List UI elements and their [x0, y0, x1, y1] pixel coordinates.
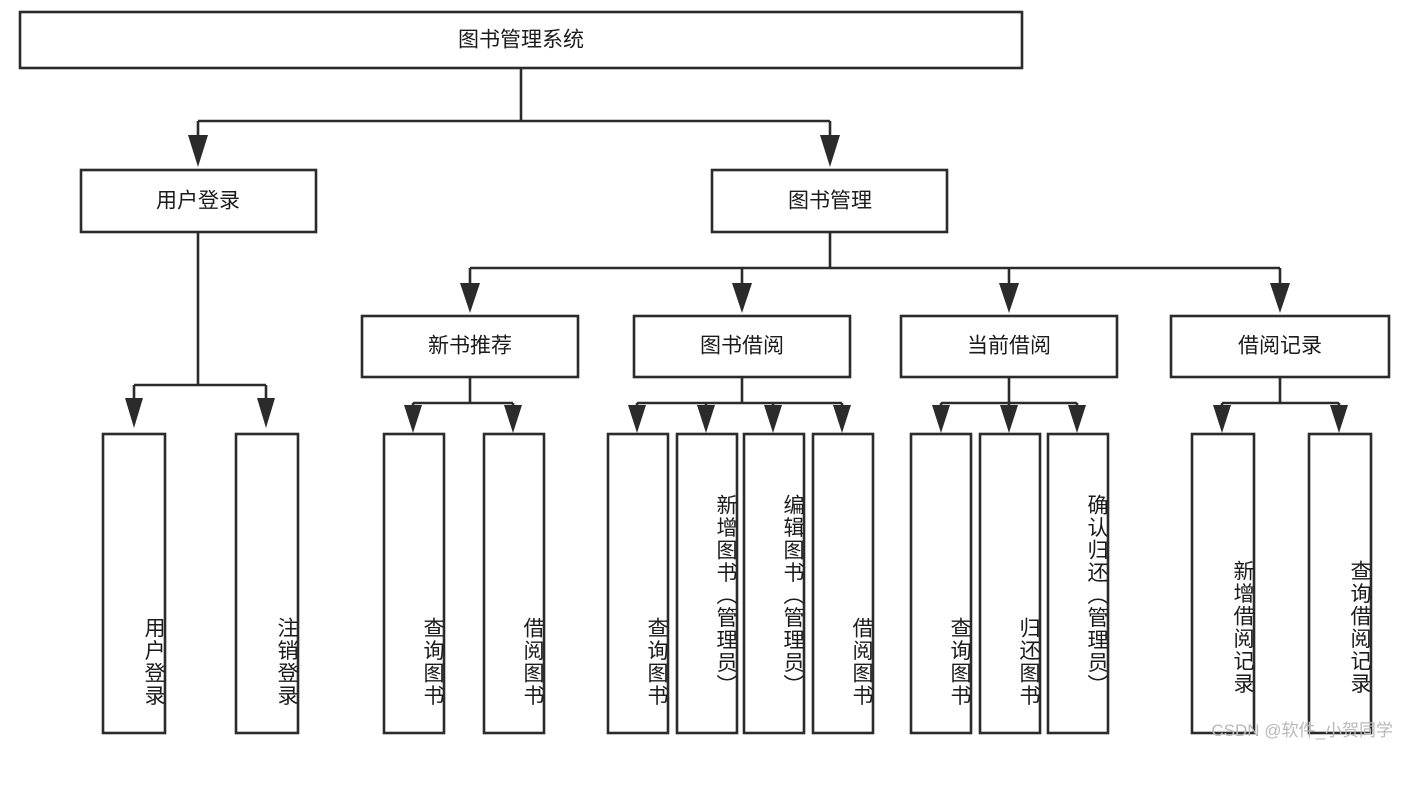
connector-group-book-management [460, 232, 1290, 313]
node-book-management[interactable]: 图书管理 [710, 168, 949, 234]
diagram-canvas: 图书管理系统 用户登录 图书管理 新书推荐 图书借阅 当前借阅 借阅记录 [18, 10, 1393, 740]
arrow-to-user-login [188, 135, 208, 167]
leaf-query-book-2-box[interactable] [606, 432, 670, 735]
leaf-borrow-book-1-box[interactable] [482, 432, 546, 735]
leaf-return-book-box[interactable] [978, 432, 1042, 735]
leaf-add-book-box[interactable] [675, 432, 739, 735]
node-book-borrow[interactable]: 图书借阅 [632, 314, 852, 379]
connector-group-book-borrow [628, 377, 851, 433]
node-new-book-recommend-box [360, 314, 580, 379]
node-user-login-box [79, 168, 318, 234]
arrow-to-leaf-edit-book [764, 405, 782, 433]
watermark-text: CSDN @软件_小贺同学 [1211, 721, 1393, 740]
leaf-logout-login-box[interactable] [234, 432, 300, 735]
arrow-to-leaf-confirm-return [1068, 405, 1086, 433]
connector-group-root [188, 68, 840, 167]
arrow-to-leaf-logout-login [257, 398, 275, 428]
node-borrow-record[interactable]: 借阅记录 [1169, 314, 1391, 379]
arrow-to-leaf-borrow-book-1 [504, 405, 522, 433]
arrow-to-leaf-add-record [1213, 405, 1231, 433]
node-new-book-recommend-label: 新书推荐 [428, 335, 512, 358]
arrow-to-new-book-recommend [460, 283, 480, 313]
arrow-to-leaf-return-book [1000, 405, 1018, 433]
node-user-login-label: 用户登录 [156, 190, 240, 213]
leaf-confirm-return-box[interactable] [1046, 432, 1110, 735]
node-current-borrow[interactable]: 当前借阅 [899, 314, 1119, 379]
node-book-borrow-box [632, 314, 852, 379]
node-user-login[interactable]: 用户登录 [79, 168, 318, 234]
node-borrow-record-label: 借阅记录 [1238, 335, 1322, 358]
leaf-borrow-book-2-box[interactable] [811, 432, 875, 735]
arrow-to-leaf-query-record [1330, 405, 1348, 433]
node-current-borrow-box [899, 314, 1119, 379]
arrow-to-book-borrow [732, 283, 752, 313]
leaf-query-book-3-box[interactable] [909, 432, 973, 735]
connector-group-current-borrow [932, 377, 1086, 433]
connector-group-new-book-recommend [404, 377, 522, 433]
leaf-edit-book-box[interactable] [742, 432, 806, 735]
node-book-management-box [710, 168, 949, 234]
arrow-to-leaf-query-book-2 [628, 405, 646, 433]
node-root-label: 图书管理系统 [458, 29, 584, 52]
arrow-to-leaf-user-login [125, 398, 143, 428]
node-root-box [18, 10, 1024, 70]
arrow-to-leaf-borrow-book-2 [833, 405, 851, 433]
connector-group-borrow-record [1213, 377, 1348, 433]
leaf-user-login-box[interactable] [101, 432, 167, 735]
leaf-query-book-1-box[interactable] [382, 432, 446, 735]
arrow-to-book-management [820, 135, 840, 167]
node-current-borrow-label: 当前借阅 [967, 335, 1051, 358]
node-book-borrow-label: 图书借阅 [700, 335, 784, 358]
arrow-to-borrow-record [1270, 283, 1290, 313]
arrow-to-leaf-query-book-3 [932, 405, 950, 433]
arrow-to-leaf-add-book [697, 405, 715, 433]
leaf-boxes [101, 432, 1373, 735]
hierarchy-svg: 图书管理系统 用户登录 图书管理 新书推荐 图书借阅 当前借阅 借阅记录 [18, 10, 1391, 735]
node-borrow-record-box [1169, 314, 1391, 379]
node-book-management-label: 图书管理 [788, 190, 872, 213]
leaf-query-record-box[interactable] [1307, 432, 1373, 735]
arrow-to-current-borrow [999, 283, 1019, 313]
arrow-to-leaf-query-book-1 [404, 405, 422, 433]
leaf-add-record-box[interactable] [1190, 432, 1256, 735]
connector-group-user-login [125, 232, 275, 428]
node-root[interactable]: 图书管理系统 [18, 10, 1024, 70]
node-new-book-recommend[interactable]: 新书推荐 [360, 314, 580, 379]
